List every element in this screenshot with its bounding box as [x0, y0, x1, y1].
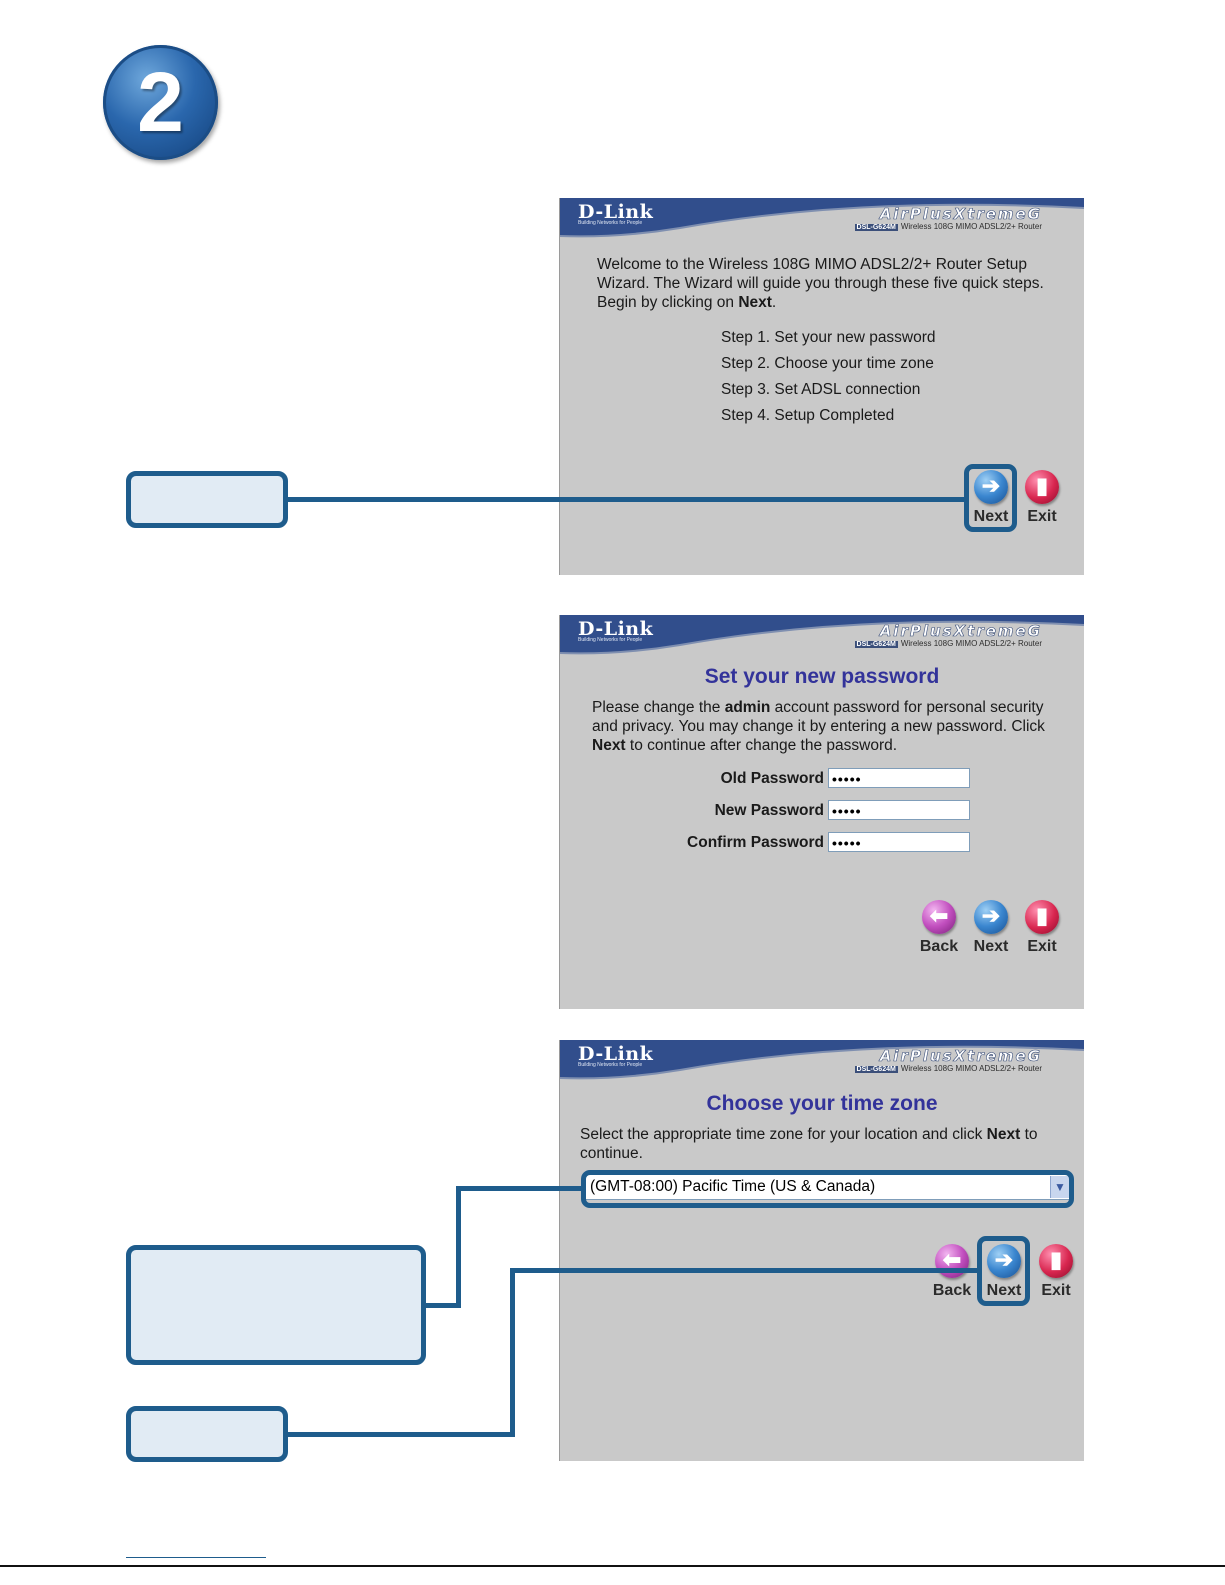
time-zone-highlight: [581, 1170, 1074, 1208]
dlink-logo: D-Link: [578, 201, 654, 223]
page-title: Set your new password: [704, 665, 940, 688]
exit-door-icon: ▮: [1025, 900, 1059, 934]
new-password-label: New Password: [714, 802, 824, 819]
next-button-highlight: [964, 464, 1017, 532]
step-number-badge: 2: [103, 45, 218, 160]
arrow-left-icon: ⬅: [922, 900, 956, 934]
callout-connector-line: [510, 1268, 515, 1437]
dlink-logo: D-Link: [578, 1043, 654, 1065]
callout-connector-line: [456, 1186, 583, 1191]
new-password-input[interactable]: •••••: [828, 800, 970, 820]
product-brand-logo: AirPlusXtremeG: [879, 205, 1042, 224]
exit-door-icon: ▮: [1039, 1244, 1073, 1278]
next-button-highlight: [977, 1236, 1030, 1306]
callout-box-time-zone: [126, 1245, 426, 1365]
next-button[interactable]: ➔ Next: [979, 1244, 1029, 1300]
welcome-text: Welcome to the Wireless 108G MIMO ADSL2/…: [597, 256, 1044, 311]
exit-door-icon: ▮: [1025, 470, 1059, 504]
time-zone-instructions: Select the appropriate time zone for you…: [580, 1126, 1038, 1162]
dlink-header-banner: D-Link Building Networks for People AirP…: [560, 615, 1084, 655]
old-password-input[interactable]: •••••: [828, 768, 970, 788]
next-button[interactable]: ➔ Next: [966, 900, 1016, 956]
dlink-tagline: Building Networks for People: [578, 220, 643, 226]
exit-button[interactable]: ▮ Exit: [1017, 900, 1067, 956]
password-instructions: Please change the admin account password…: [592, 699, 1045, 754]
callout-connector-line: [286, 497, 966, 502]
step-item: Step 3. Set ADSL connection: [721, 381, 921, 398]
exit-button[interactable]: ▮ Exit: [1017, 470, 1067, 526]
confirm-password-input[interactable]: •••••: [828, 832, 970, 852]
footer-accent-rule: [126, 1557, 266, 1558]
arrow-right-icon: ➔: [974, 470, 1008, 504]
chevron-down-icon[interactable]: ▼: [1050, 1176, 1069, 1198]
confirm-password-label: Confirm Password: [687, 834, 824, 851]
time-zone-panel: D-Link Building Networks for People AirP…: [559, 1040, 1084, 1461]
callout-box-next: [126, 1406, 288, 1462]
back-button[interactable]: ⬅ Back: [914, 900, 964, 956]
dlink-tagline: Building Networks for People: [578, 1062, 643, 1068]
arrow-right-icon: ➔: [974, 900, 1008, 934]
old-password-label: Old Password: [720, 770, 824, 787]
step-item: Step 1. Set your new password: [721, 329, 936, 346]
dlink-logo: D-Link: [578, 618, 654, 640]
dlink-tagline: Building Networks for People: [578, 637, 643, 643]
dlink-header-banner: D-Link Building Networks for People AirP…: [560, 198, 1084, 238]
callout-connector-line: [456, 1186, 461, 1308]
set-password-panel: D-Link Building Networks for People AirP…: [559, 615, 1084, 1009]
product-brand-logo: AirPlusXtremeG: [879, 1047, 1042, 1066]
arrow-right-icon: ➔: [987, 1244, 1021, 1278]
callout-connector-line: [510, 1268, 979, 1273]
dlink-header-banner: D-Link Building Networks for People AirP…: [560, 1040, 1084, 1080]
step-item: Step 2. Choose your time zone: [721, 355, 934, 372]
callout-connector-line: [286, 1432, 515, 1437]
welcome-wizard-panel: D-Link Building Networks for People AirP…: [559, 198, 1084, 575]
product-brand-logo: AirPlusXtremeG: [879, 622, 1042, 641]
page-title: Choose your time zone: [706, 1092, 938, 1115]
callout-connector-line: [422, 1303, 461, 1308]
footer-rule: [0, 1565, 1225, 1567]
exit-button[interactable]: ▮ Exit: [1031, 1244, 1081, 1300]
step-item: Step 4. Setup Completed: [721, 407, 895, 424]
time-zone-select[interactable]: (GMT-08:00) Pacific Time (US & Canada) ▼: [585, 1174, 1071, 1200]
callout-box-next: [126, 471, 288, 528]
next-button[interactable]: ➔ Next: [966, 470, 1016, 526]
